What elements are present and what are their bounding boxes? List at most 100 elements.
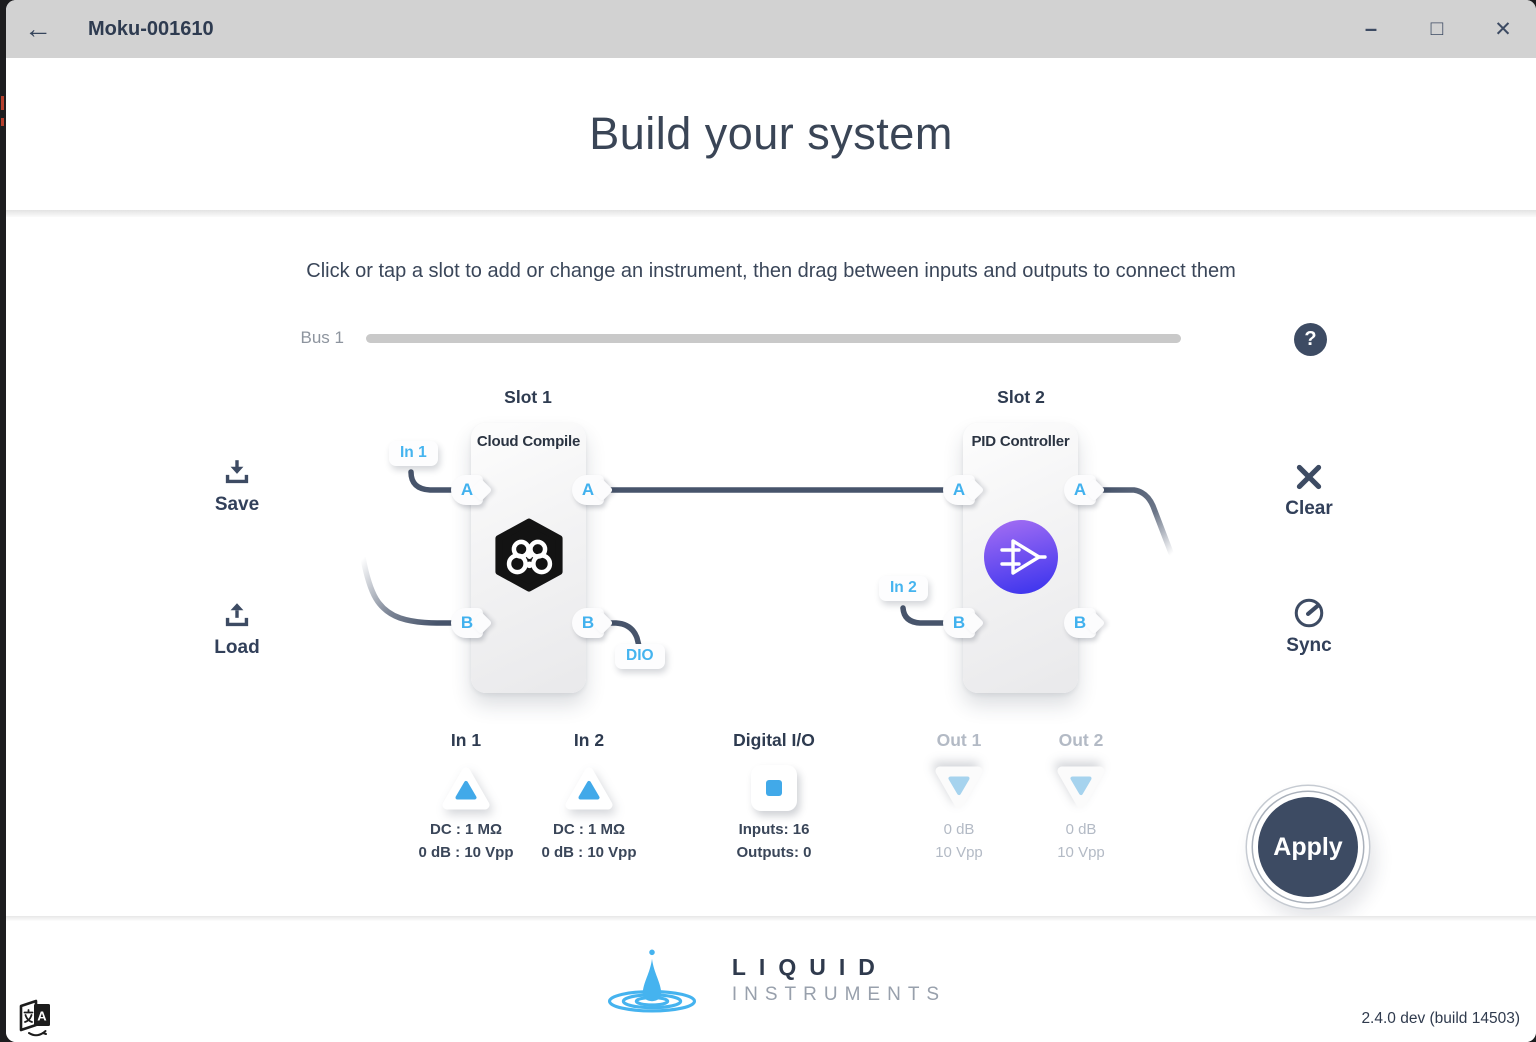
slot1-port-right-a[interactable]: A <box>572 475 604 505</box>
io-detail: Outputs: 0 <box>736 844 812 861</box>
io-column-in2: In 2 DC : 1 MΩ 0 dB : 10 Vpp <box>514 730 664 867</box>
brand-name-liquid: LIQUID <box>731 954 888 980</box>
desktop-edge-artifact <box>1 118 4 126</box>
io-detail: 0 dB : 10 Vpp <box>541 844 637 861</box>
in1-source-tag[interactable]: In 1 <box>389 441 438 466</box>
io-detail: 10 Vpp <box>1057 844 1105 861</box>
clear-x-icon <box>1296 464 1322 490</box>
titlebar: ← Moku-001610 – □ ✕ <box>6 0 1536 58</box>
slot2-card[interactable]: PID Controller <box>963 423 1078 693</box>
clear-label: Clear <box>1285 498 1333 519</box>
sync-gauge-icon <box>1294 598 1324 628</box>
out1-button[interactable] <box>884 762 1034 814</box>
brand-name-instruments: INSTRUMENTS <box>731 984 947 1005</box>
output-down-triangle-icon <box>935 766 983 809</box>
bus-label: Bus 1 <box>300 328 344 347</box>
digital-io-button[interactable] <box>699 762 849 814</box>
wire-slot2a-output <box>1082 487 1174 556</box>
sync-button[interactable]: Sync <box>1254 596 1364 657</box>
liquid-droplet-icon <box>607 949 696 1013</box>
brand-text: LIQUID INSTRUMENTS <box>732 954 946 1006</box>
close-button[interactable]: ✕ <box>1470 0 1536 58</box>
maximize-icon: □ <box>1430 17 1444 40</box>
app-window: ← Moku-001610 – □ ✕ Build your system Cl… <box>6 0 1536 1042</box>
slot1-port-left-b[interactable]: B <box>451 608 483 638</box>
instruction-text: Click or tap a slot to add or change an … <box>306 260 1236 282</box>
output-down-triangle-icon <box>1057 766 1105 809</box>
slot2-port-right-b[interactable]: B <box>1064 608 1096 638</box>
port-letter: A <box>952 480 966 499</box>
io-detail: Inputs: 16 <box>738 821 810 838</box>
slot1-card[interactable]: Cloud Compile <box>471 423 586 693</box>
slot1-label: Slot 1 <box>504 387 552 407</box>
io-column-digital: Digital I/O Inputs: 16 Outputs: 0 <box>699 730 849 867</box>
io-label: Out 2 <box>1058 730 1104 750</box>
slot2-port-left-a[interactable]: A <box>943 475 975 505</box>
desktop-edge-artifact <box>1 96 4 110</box>
input-up-triangle-icon <box>565 767 613 810</box>
io-label: In 2 <box>573 730 605 750</box>
port-letter: A <box>581 480 595 499</box>
footer-divider <box>6 916 1536 921</box>
io-column-out2: Out 2 0 dB 10 Vpp <box>1006 730 1156 867</box>
header-divider <box>6 210 1536 217</box>
io-detail: DC : 1 MΩ <box>552 821 626 838</box>
slot2-port-right-a[interactable]: A <box>1064 475 1096 505</box>
port-letter: B <box>1073 613 1087 632</box>
maximize-button[interactable]: □ <box>1404 0 1470 58</box>
save-button[interactable]: Save <box>182 455 292 516</box>
input-up-triangle-icon <box>442 767 490 810</box>
svg-text:A: A <box>37 1009 47 1024</box>
io-detail: 0 dB <box>1065 821 1097 838</box>
dio-destination-tag[interactable]: DIO <box>615 644 665 669</box>
cloud-compile-icon <box>494 518 563 592</box>
in1-button[interactable] <box>391 762 541 814</box>
io-label: In 1 <box>450 730 482 750</box>
wire-into-slot1b <box>360 555 467 626</box>
back-button[interactable]: ← <box>6 0 70 58</box>
minimize-button[interactable]: – <box>1338 0 1404 58</box>
header: Build your system <box>6 58 1536 210</box>
translate-language-button[interactable]: A <box>16 996 56 1038</box>
io-detail: 0 dB <box>943 821 975 838</box>
load-upload-icon <box>225 603 249 627</box>
page-title: Build your system <box>589 108 953 159</box>
slot2-label: Slot 2 <box>997 387 1045 407</box>
io-detail: 10 Vpp <box>935 844 983 861</box>
clear-button[interactable]: Clear <box>1254 461 1364 520</box>
slot2-port-left-b[interactable]: B <box>943 608 975 638</box>
brand-logo: LIQUID INSTRUMENTS <box>6 944 1536 1016</box>
apply-label: Apply <box>1273 832 1343 861</box>
io-detail: 0 dB : 10 Vpp <box>418 844 514 861</box>
bus-bar <box>366 334 1181 343</box>
in2-source-tag[interactable]: In 2 <box>879 576 928 601</box>
save-label: Save <box>214 494 260 515</box>
slot2-instrument-name: PID Controller <box>971 433 1070 450</box>
apply-button[interactable]: Apply <box>1258 797 1358 897</box>
port-letter: B <box>952 613 966 632</box>
back-arrow-icon: ← <box>24 13 52 44</box>
io-label: Out 1 <box>936 730 982 750</box>
window-title: Moku-001610 <box>88 17 214 40</box>
io-detail: DC : 1 MΩ <box>429 821 503 838</box>
slot1-instrument-name: Cloud Compile <box>476 433 581 450</box>
in2-button[interactable] <box>514 762 664 814</box>
sync-label: Sync <box>1286 635 1332 656</box>
minimize-icon: – <box>1364 16 1378 41</box>
slot1-port-right-b[interactable]: B <box>572 608 604 638</box>
help-button[interactable]: ? <box>1294 323 1327 356</box>
port-letter: B <box>460 613 474 632</box>
close-icon: ✕ <box>1494 17 1512 41</box>
out2-button[interactable] <box>1006 762 1156 814</box>
port-letter: B <box>581 613 595 632</box>
io-column-in1: In 1 DC : 1 MΩ 0 dB : 10 Vpp <box>391 730 541 867</box>
digital-io-square-icon <box>751 765 797 811</box>
save-download-icon <box>225 460 249 484</box>
builder-canvas: Click or tap a slot to add or change an … <box>6 210 1536 916</box>
port-letter: A <box>1073 480 1087 499</box>
port-letter: A <box>460 480 474 499</box>
version-text: 2.4.0 dev (build 14503) <box>1361 1010 1520 1027</box>
load-label: Load <box>214 637 260 658</box>
load-button[interactable]: Load <box>182 598 292 659</box>
slot1-port-left-a[interactable]: A <box>451 475 483 505</box>
